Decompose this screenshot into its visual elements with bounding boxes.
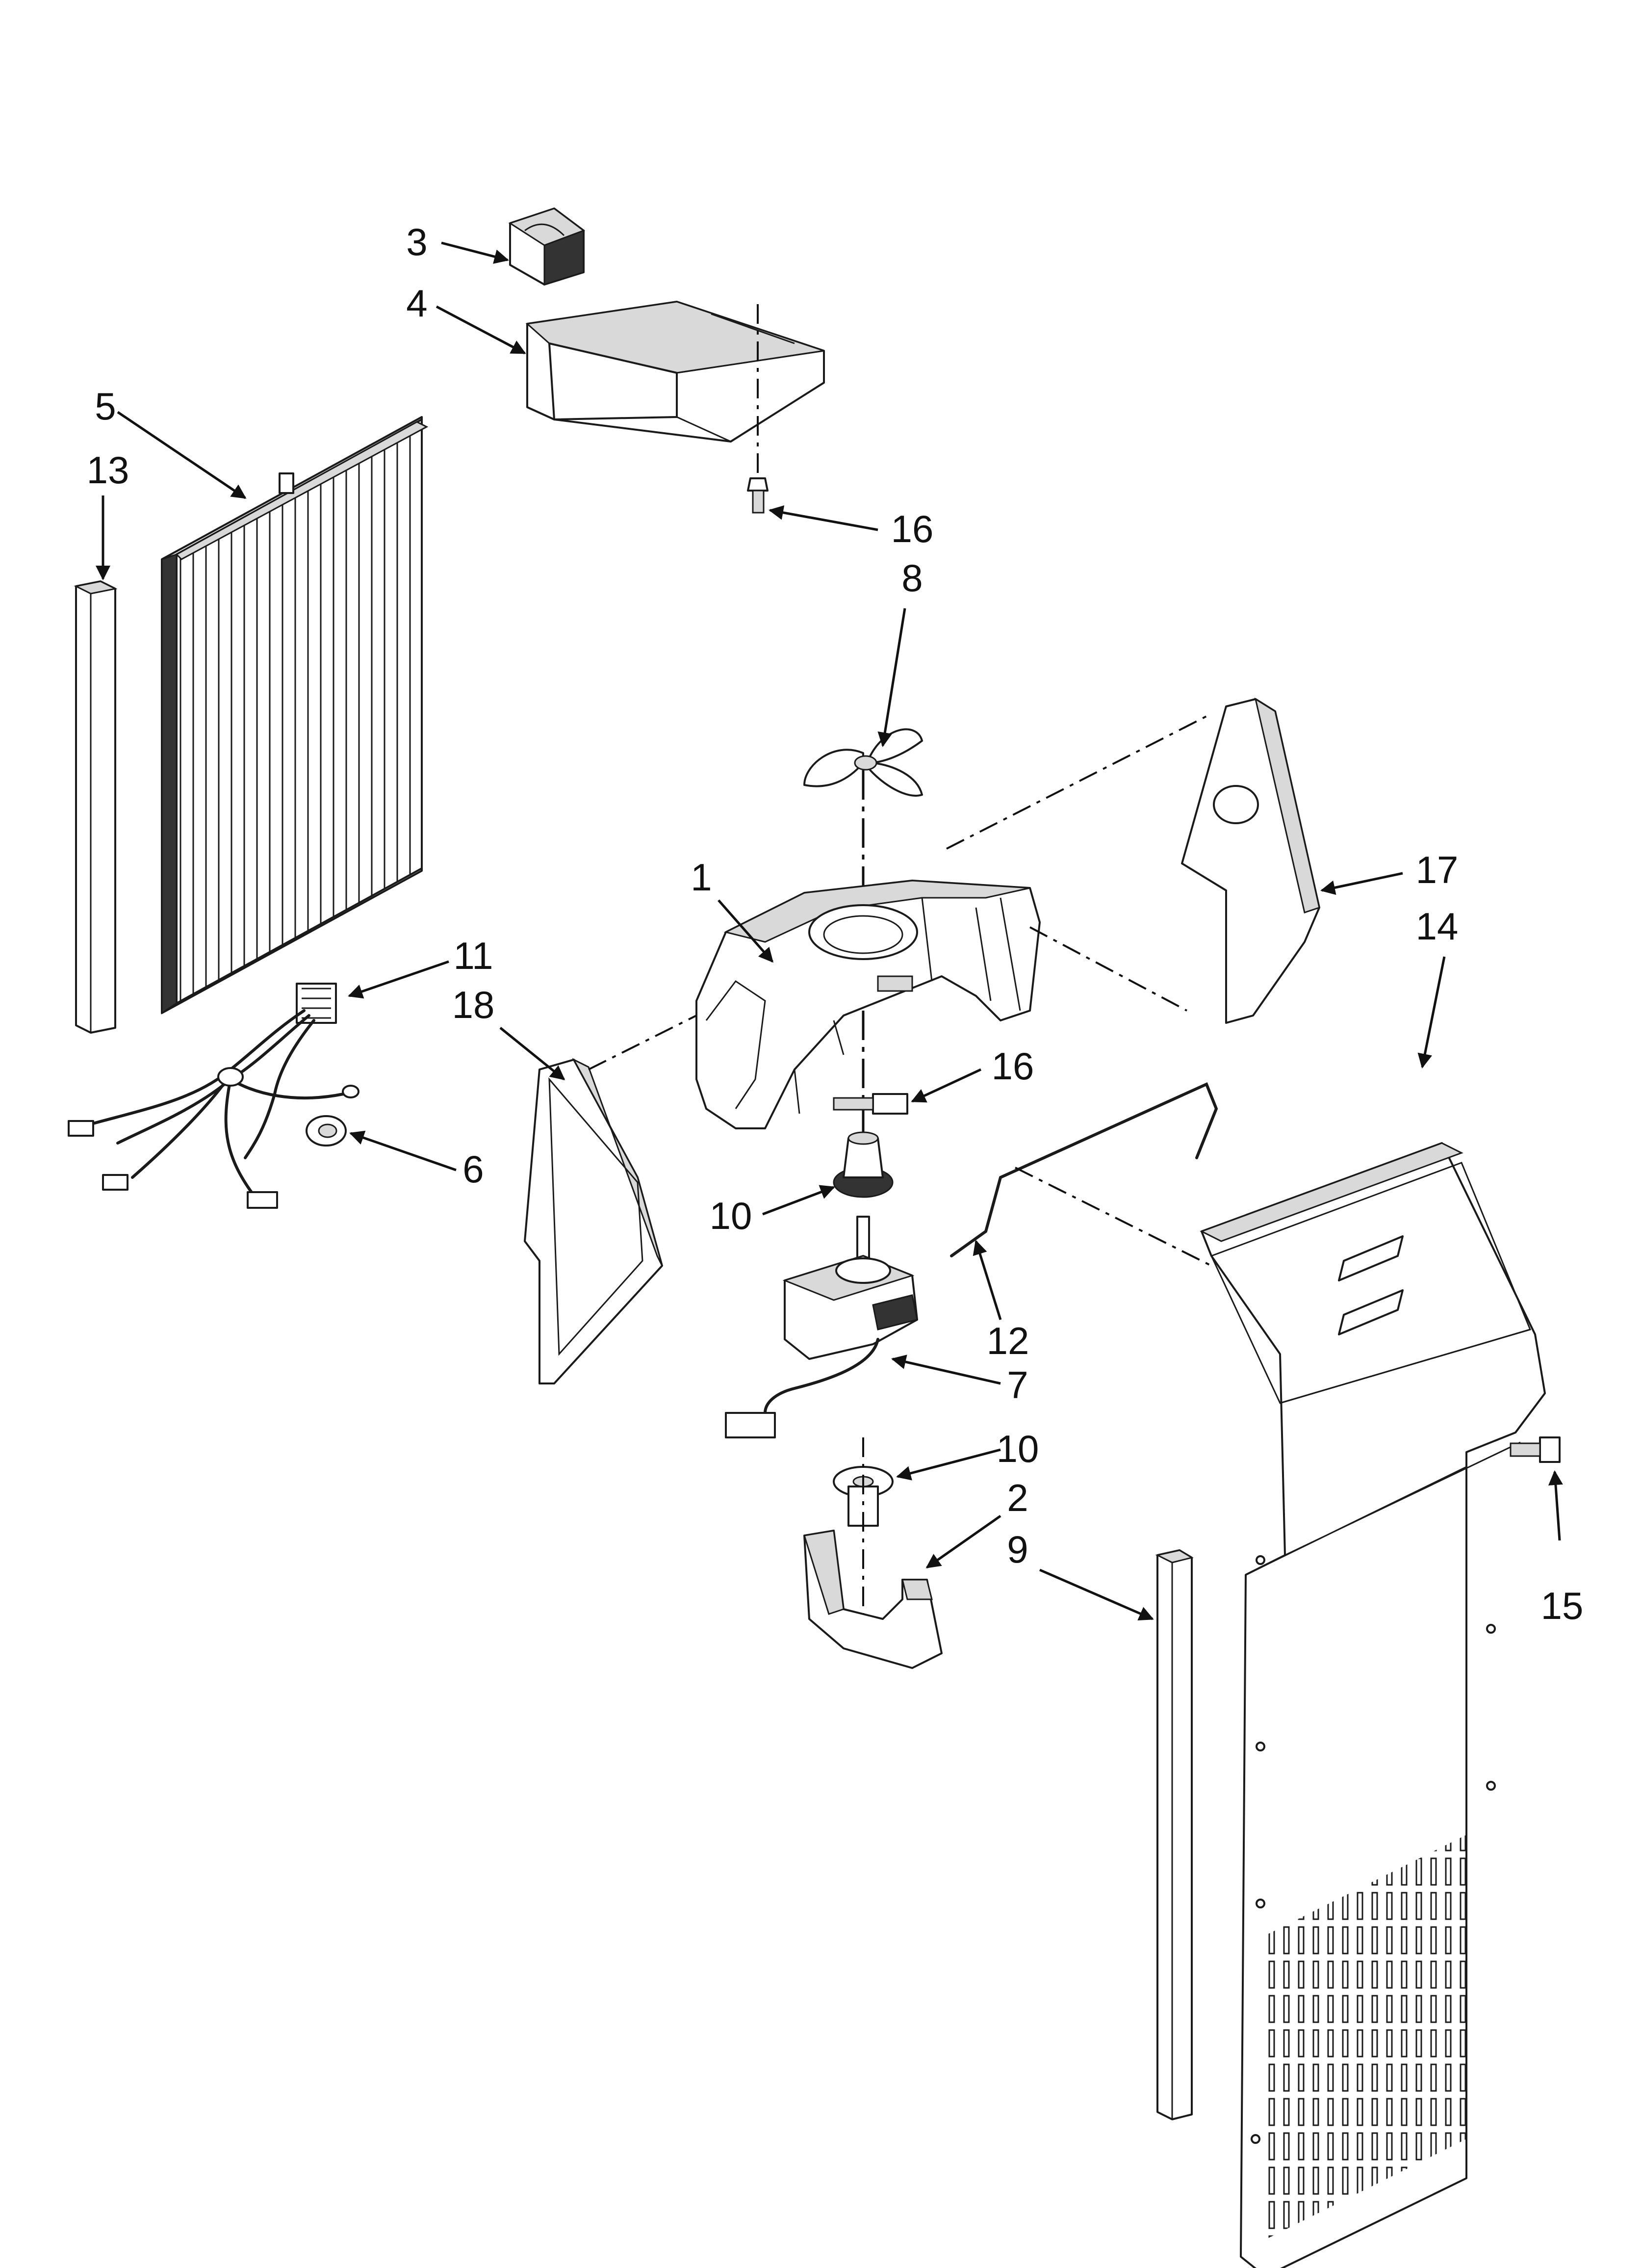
callout-labels: 3 4 5 13 16 8 1 17 14 11 18 16 6 10 12 7… — [87, 220, 1584, 1627]
callout-5: 5 — [95, 385, 116, 428]
part-10-motor-mount-upper — [833, 1131, 894, 1198]
callout-10-upper: 10 — [710, 1194, 752, 1237]
part-15-screw — [1510, 1436, 1561, 1463]
part-12-wire-rod — [950, 1082, 1218, 1257]
callout-16-lower: 16 — [992, 1044, 1034, 1088]
part-6-grommet — [306, 1115, 347, 1147]
callout-14: 14 — [1416, 905, 1459, 948]
part-16-screw-lower — [833, 1093, 908, 1115]
callout-17: 17 — [1416, 848, 1459, 891]
assembly-lines — [588, 715, 1212, 1267]
callout-16-upper: 16 — [891, 507, 934, 550]
part-18-foam-block-left — [524, 1058, 663, 1384]
part-3-damper-clip — [508, 208, 586, 286]
part-8-fan-blade — [803, 728, 923, 797]
callout-15: 15 — [1541, 1584, 1584, 1627]
callout-1: 1 — [691, 856, 712, 899]
callout-11: 11 — [454, 934, 493, 977]
leader-arrows — [96, 241, 1563, 1620]
callout-13: 13 — [87, 448, 129, 492]
part-17-foam-block-right — [1181, 697, 1320, 1024]
part-11-wire-harness — [68, 983, 359, 1209]
callout-4: 4 — [406, 282, 427, 325]
callout-9: 9 — [1007, 1528, 1028, 1571]
callout-7: 7 — [1007, 1363, 1028, 1407]
callout-18: 18 — [452, 983, 495, 1026]
part-16-screw-upper — [747, 477, 769, 514]
callout-10-lower: 10 — [997, 1427, 1039, 1470]
part-13-gasket-strip — [74, 580, 118, 1034]
callout-8: 8 — [901, 556, 923, 600]
callout-6: 6 — [462, 1147, 484, 1191]
part-5-evaporator-panel — [161, 416, 429, 1015]
part-9-gasket-strip — [1155, 1549, 1194, 2120]
callout-2: 2 — [1007, 1476, 1028, 1519]
part-7-fan-motor — [725, 1216, 918, 1438]
part-14-rear-panel — [1200, 1142, 1546, 2268]
part-1-fan-housing — [695, 880, 1041, 1129]
callout-12: 12 — [987, 1319, 1029, 1362]
part-2-motor-bracket — [803, 1530, 943, 1669]
part-10-motor-mount-lower — [833, 1466, 894, 1527]
part-4-tower-cover — [525, 301, 825, 481]
callout-3: 3 — [406, 220, 427, 263]
